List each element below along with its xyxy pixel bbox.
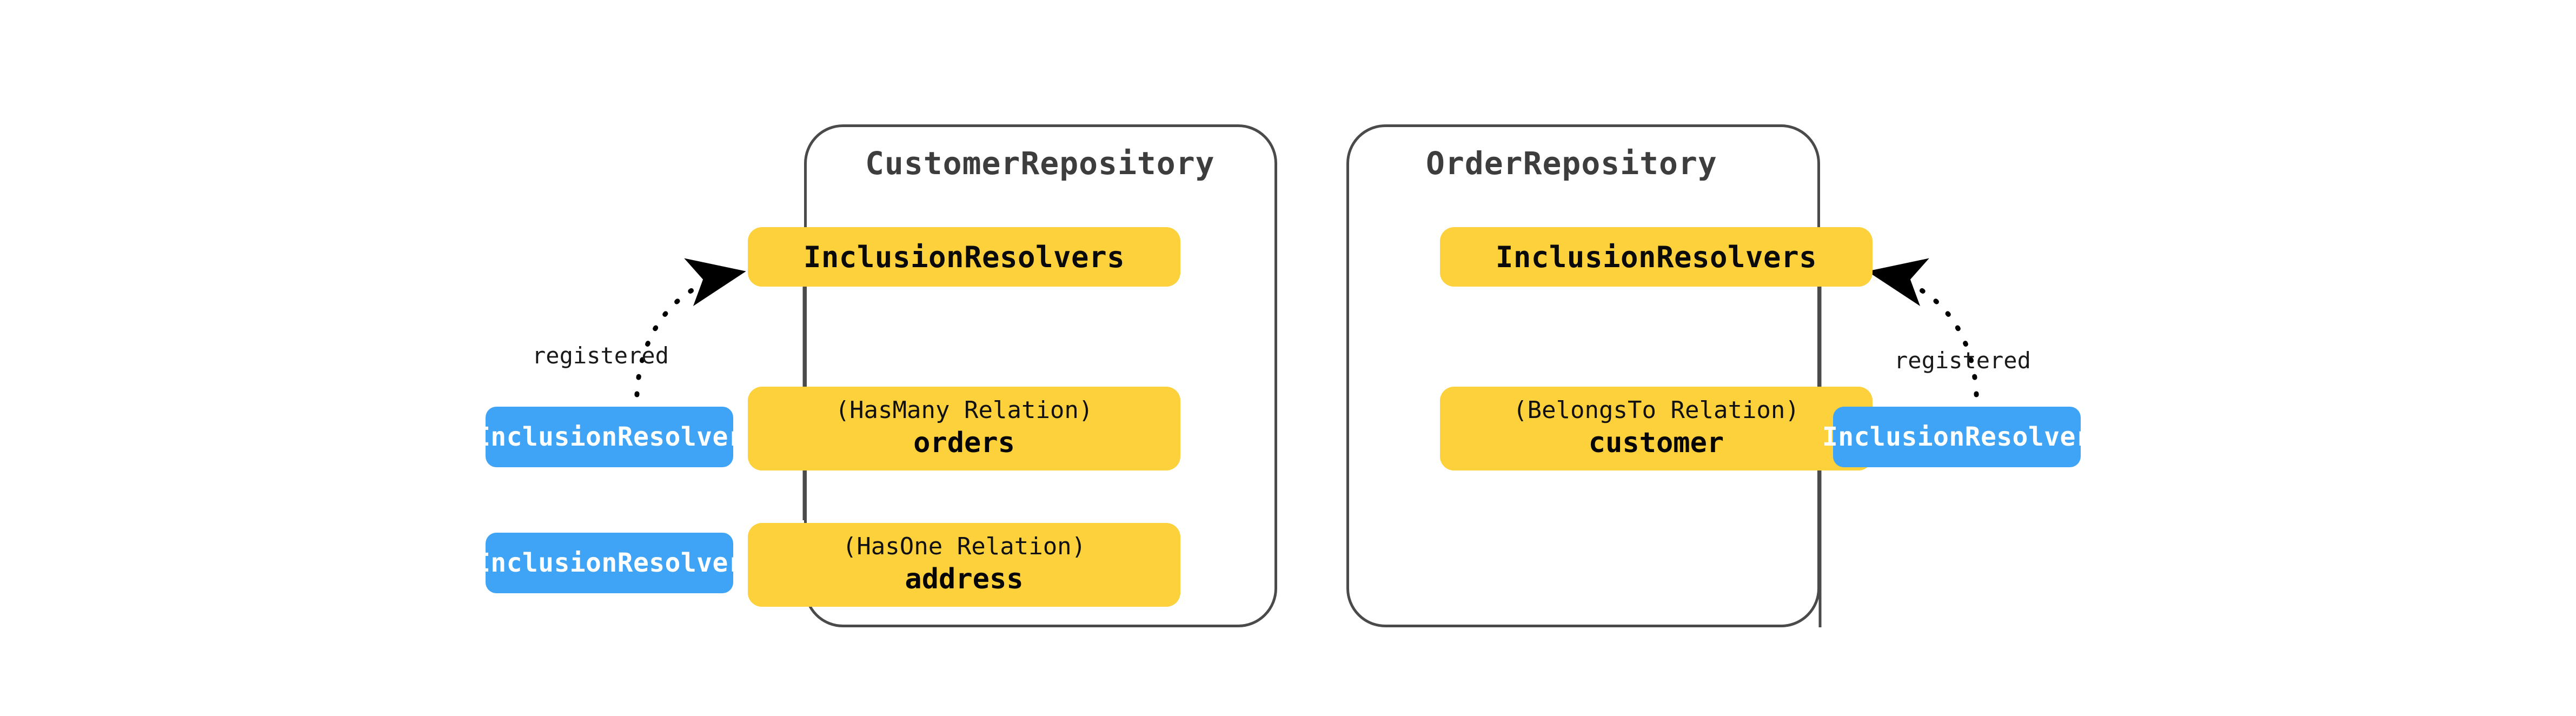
inclusion-resolvers-box-customer[interactable]: InclusionResolvers xyxy=(748,227,1180,287)
relation-box-order-customer[interactable]: (BelongsTo Relation) customer xyxy=(1440,387,1873,470)
inclusion-resolver-chip-order-customer[interactable]: InclusionResolver xyxy=(1822,407,2092,467)
registered-label-customer: registered xyxy=(532,342,669,369)
repository-title-customer: CustomerRepository xyxy=(865,145,1215,182)
relation-kind-label: (BelongsTo Relation) xyxy=(1513,396,1800,425)
repository-container-order xyxy=(1346,124,1820,627)
inclusion-resolver-chip-customer-address[interactable]: InclusionResolver xyxy=(475,533,744,593)
inclusion-resolver-chip-label: InclusionResolver xyxy=(474,548,745,578)
repository-container-customer xyxy=(804,124,1277,627)
relation-kind-label: (HasOne Relation) xyxy=(842,533,1086,561)
inclusion-resolver-chip-label: InclusionResolver xyxy=(1822,422,2092,452)
inclusion-resolver-chip-customer-orders[interactable]: InclusionResolver xyxy=(475,407,744,467)
registered-label-order: registered xyxy=(1894,347,2031,374)
relation-kind-label: (HasMany Relation) xyxy=(835,396,1093,425)
registered-arrow-order xyxy=(1867,258,1979,415)
inclusion-resolvers-label: InclusionResolvers xyxy=(1495,240,1817,274)
relation-name-label: address xyxy=(905,563,1024,596)
repository-title-order: OrderRepository xyxy=(1426,145,1717,182)
relation-name-label: orders xyxy=(913,427,1015,460)
relation-name-label: customer xyxy=(1588,427,1724,460)
relation-box-customer-address[interactable]: (HasOne Relation) address xyxy=(748,523,1180,607)
relation-box-customer-orders[interactable]: (HasMany Relation) orders xyxy=(748,387,1180,470)
inclusion-resolvers-box-order[interactable]: InclusionResolvers xyxy=(1440,227,1873,287)
inclusion-resolvers-label: InclusionResolvers xyxy=(803,240,1125,274)
inclusion-resolver-chip-label: InclusionResolver xyxy=(474,422,745,452)
